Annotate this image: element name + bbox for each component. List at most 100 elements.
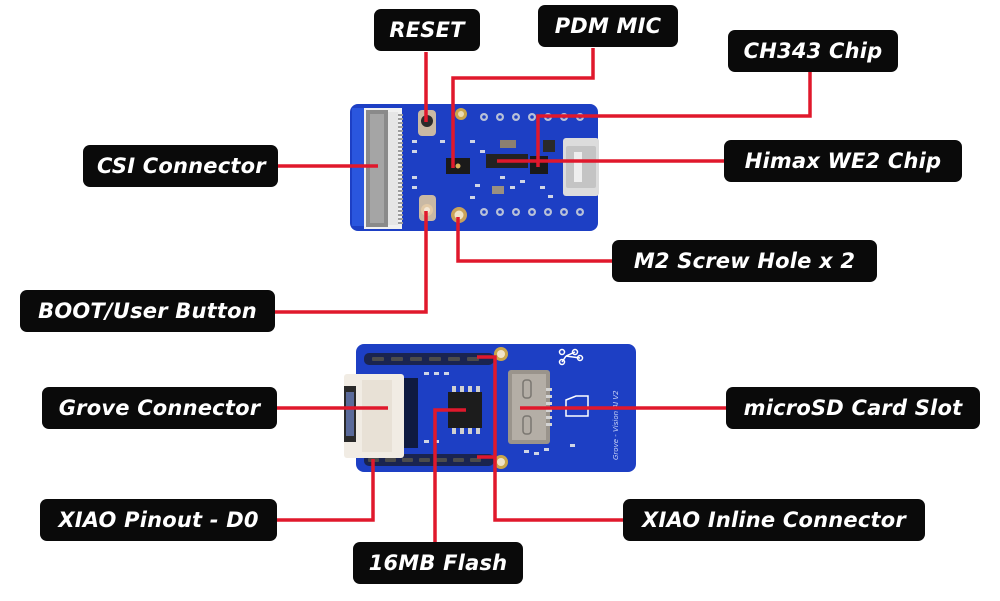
csi-pin: [398, 214, 403, 216]
header-pin: [391, 357, 403, 361]
csi-pin: [398, 150, 403, 152]
sd-pin: [546, 388, 552, 391]
line-flash: [433, 408, 466, 543]
smd-components: [412, 140, 553, 199]
flash-chip-legs: [452, 386, 480, 434]
sd-pin: [546, 423, 552, 426]
smd-component: [524, 450, 529, 453]
header-pin: [385, 458, 396, 462]
header-hole-center: [482, 210, 486, 214]
smd-component: [470, 140, 475, 143]
header-pin: [470, 458, 481, 462]
smd-component: [444, 372, 449, 375]
line-pdm-mic: [451, 48, 595, 168]
smd-component: [412, 176, 417, 179]
csi-pin: [398, 170, 403, 172]
header-hole-center: [498, 115, 502, 119]
top-board-pcb: [350, 104, 598, 231]
chip-leg: [468, 428, 472, 434]
header-pin: [419, 458, 430, 462]
label-xiao-pinout-d0: XIAO Pinout - D0: [40, 499, 277, 541]
label-pdm-mic: PDM MIC: [538, 5, 678, 47]
header-hole-center: [514, 210, 518, 214]
chip-leg: [476, 386, 480, 392]
label-xiao-inline-connector: XIAO Inline Connector: [623, 499, 925, 541]
smd-component: [534, 452, 539, 455]
chip-leg: [468, 386, 472, 392]
csi-pin: [398, 174, 403, 176]
sd-pin: [546, 416, 552, 419]
label-16mb-flash: 16MB Flash: [353, 542, 523, 584]
smd-component: [520, 180, 525, 183]
smd-component: [424, 372, 429, 375]
header-pin: [372, 357, 384, 361]
microsd-icon: [565, 395, 589, 417]
smd-component: [424, 440, 429, 443]
header-pin: [436, 458, 447, 462]
label-reset: RESET: [374, 9, 480, 51]
line-xiao-inline: [477, 355, 627, 522]
smd-component: [480, 150, 485, 153]
smd-component: [548, 195, 553, 198]
csi-pin: [398, 142, 403, 144]
smd-component: [412, 186, 417, 189]
csi-pin: [398, 126, 403, 128]
line-boot: [275, 211, 428, 314]
csi-pin: [398, 130, 403, 132]
label-csi-connector: CSI Connector: [83, 145, 278, 187]
sd-pin: [546, 395, 552, 398]
smd-component: [412, 140, 417, 143]
csi-connector-part: [364, 108, 402, 229]
smd-component: [475, 184, 480, 187]
csi-pin: [398, 190, 403, 192]
line-m2-screw: [456, 217, 614, 263]
chip-leg: [460, 428, 464, 434]
sd-pin: [546, 402, 552, 405]
csi-pin: [398, 122, 403, 124]
network-logo-icon: [558, 348, 584, 366]
smd-component: [544, 448, 549, 451]
header-hole-center: [546, 210, 550, 214]
csi-pin: [398, 162, 403, 164]
header-hole-center: [562, 210, 566, 214]
leader-lines: [275, 48, 812, 543]
csi-pin: [398, 134, 403, 136]
csi-pin: [398, 158, 403, 160]
smd-component: [470, 196, 475, 199]
smd-component: [434, 372, 439, 375]
usb-c-port: [563, 138, 599, 196]
smd-component: [540, 186, 545, 189]
smd-component: [500, 176, 505, 179]
header-hole-center: [498, 210, 502, 214]
csi-pin: [398, 166, 403, 168]
label-himax-we2-chip: Himax WE2 Chip: [724, 140, 962, 182]
header-hole-center: [530, 115, 534, 119]
label-microsd-card-slot: microSD Card Slot: [726, 387, 980, 429]
header-pin: [402, 458, 413, 462]
csi-pin: [398, 218, 403, 220]
csi-pin: [398, 198, 403, 200]
header-hole-center: [482, 115, 486, 119]
header-pin: [429, 357, 441, 361]
header-hole-center: [530, 210, 534, 214]
line-xiao-d0: [275, 459, 375, 522]
top-board: [350, 104, 599, 231]
chip-leg: [476, 428, 480, 434]
label-boot-user-button: BOOT/User Button: [20, 290, 275, 332]
sd-pin: [546, 409, 552, 412]
csi-pin: [398, 118, 403, 120]
chip-leg: [452, 428, 456, 434]
csi-pin: [398, 114, 403, 116]
csi-pin: [398, 138, 403, 140]
grove-connector-part: [344, 374, 418, 458]
top-header-pins: [372, 357, 479, 361]
chip-leg: [460, 386, 464, 392]
csi-pins: [398, 114, 403, 224]
csi-pin: [398, 210, 403, 212]
csi-pin: [398, 202, 403, 204]
header-hole-center: [514, 115, 518, 119]
csi-pin: [398, 182, 403, 184]
chip-leg: [452, 386, 456, 392]
header-holes-bottom: [480, 208, 584, 216]
